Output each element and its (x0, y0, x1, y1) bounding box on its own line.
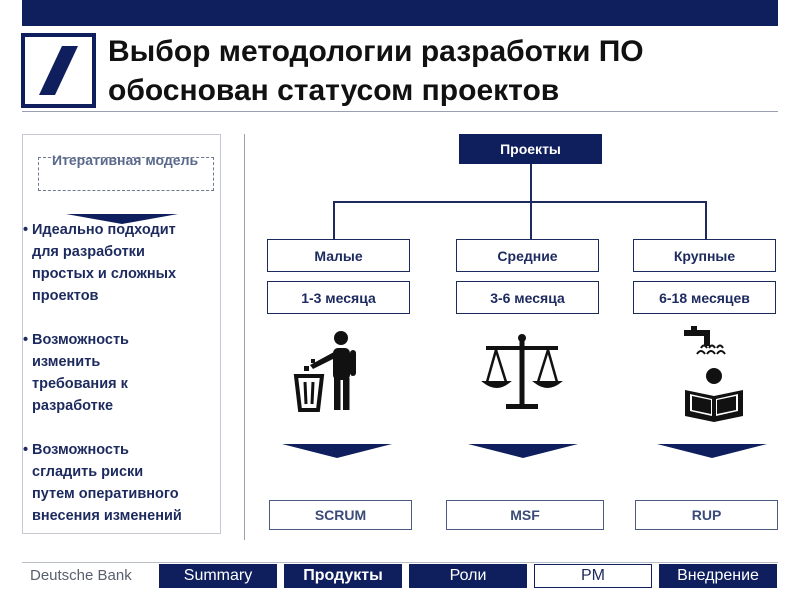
bullet-marker: • (23, 222, 29, 238)
connector-line (705, 201, 707, 239)
down-arrow-icon (657, 444, 767, 458)
bullet-marker: • (23, 332, 29, 348)
page-title: Выбор методологии разработки ПО обоснова… (108, 32, 788, 110)
top-bar (22, 0, 778, 26)
method-node-rup: RUP (635, 500, 778, 530)
root-node: Проекты (459, 134, 602, 164)
tab-summary[interactable]: Summary (159, 564, 277, 588)
category-node-large: Крупные (633, 239, 776, 272)
bullet-text: Идеально подходит для разработки простых… (32, 222, 177, 304)
vertical-divider (244, 134, 245, 540)
trash-person-icon (293, 331, 356, 412)
bullet-list: •Идеально подходит для разработки просты… (23, 219, 218, 549)
bullet-marker: • (23, 442, 29, 458)
duration-node-medium: 3-6 месяца (456, 281, 599, 314)
bullet-item: •Идеально подходит для разработки просты… (23, 219, 218, 307)
title-divider (22, 111, 778, 112)
connector-line (333, 201, 335, 239)
connector-line (530, 201, 532, 239)
duration-node-large: 6-18 месяцев (633, 281, 776, 314)
bullet-item: •Возможность изменить требования к разра… (23, 329, 218, 417)
left-panel (22, 134, 221, 534)
tab-roles[interactable]: Роли (409, 564, 527, 588)
title-line-1: Выбор методологии разработки ПО (108, 35, 644, 68)
footer-divider (22, 562, 778, 563)
down-arrow-icon (282, 444, 392, 458)
tab-products[interactable]: Продукты (284, 564, 402, 588)
bullet-item: •Возможность сгладить риски путем операт… (23, 439, 218, 527)
down-arrow-icon (468, 444, 578, 458)
connector-line (530, 164, 532, 202)
connector-line (333, 201, 707, 203)
category-node-medium: Средние (456, 239, 599, 272)
bullet-text: Возможность сгладить риски путем операти… (32, 442, 182, 524)
tab-implementation[interactable]: Внедрение (659, 564, 777, 588)
category-node-small: Малые (267, 239, 410, 272)
model-label: Итеративная модель (51, 152, 199, 168)
deutsche-bank-logo-icon (21, 33, 96, 108)
method-node-msf: MSF (446, 500, 604, 530)
duration-node-small: 1-3 месяца (267, 281, 410, 314)
title-line-2: обоснован статусом проектов (108, 74, 560, 107)
down-arrow-icon (66, 214, 178, 224)
model-dashed-box (38, 157, 214, 191)
bullet-text: Возможность изменить требования к разраб… (32, 332, 129, 414)
footer-brand: Deutsche Bank (30, 567, 132, 584)
scales-icon (481, 334, 563, 409)
method-node-scrum: SCRUM (269, 500, 412, 530)
tab-pm[interactable]: PM (534, 564, 652, 588)
reading-tap-icon (684, 326, 743, 422)
